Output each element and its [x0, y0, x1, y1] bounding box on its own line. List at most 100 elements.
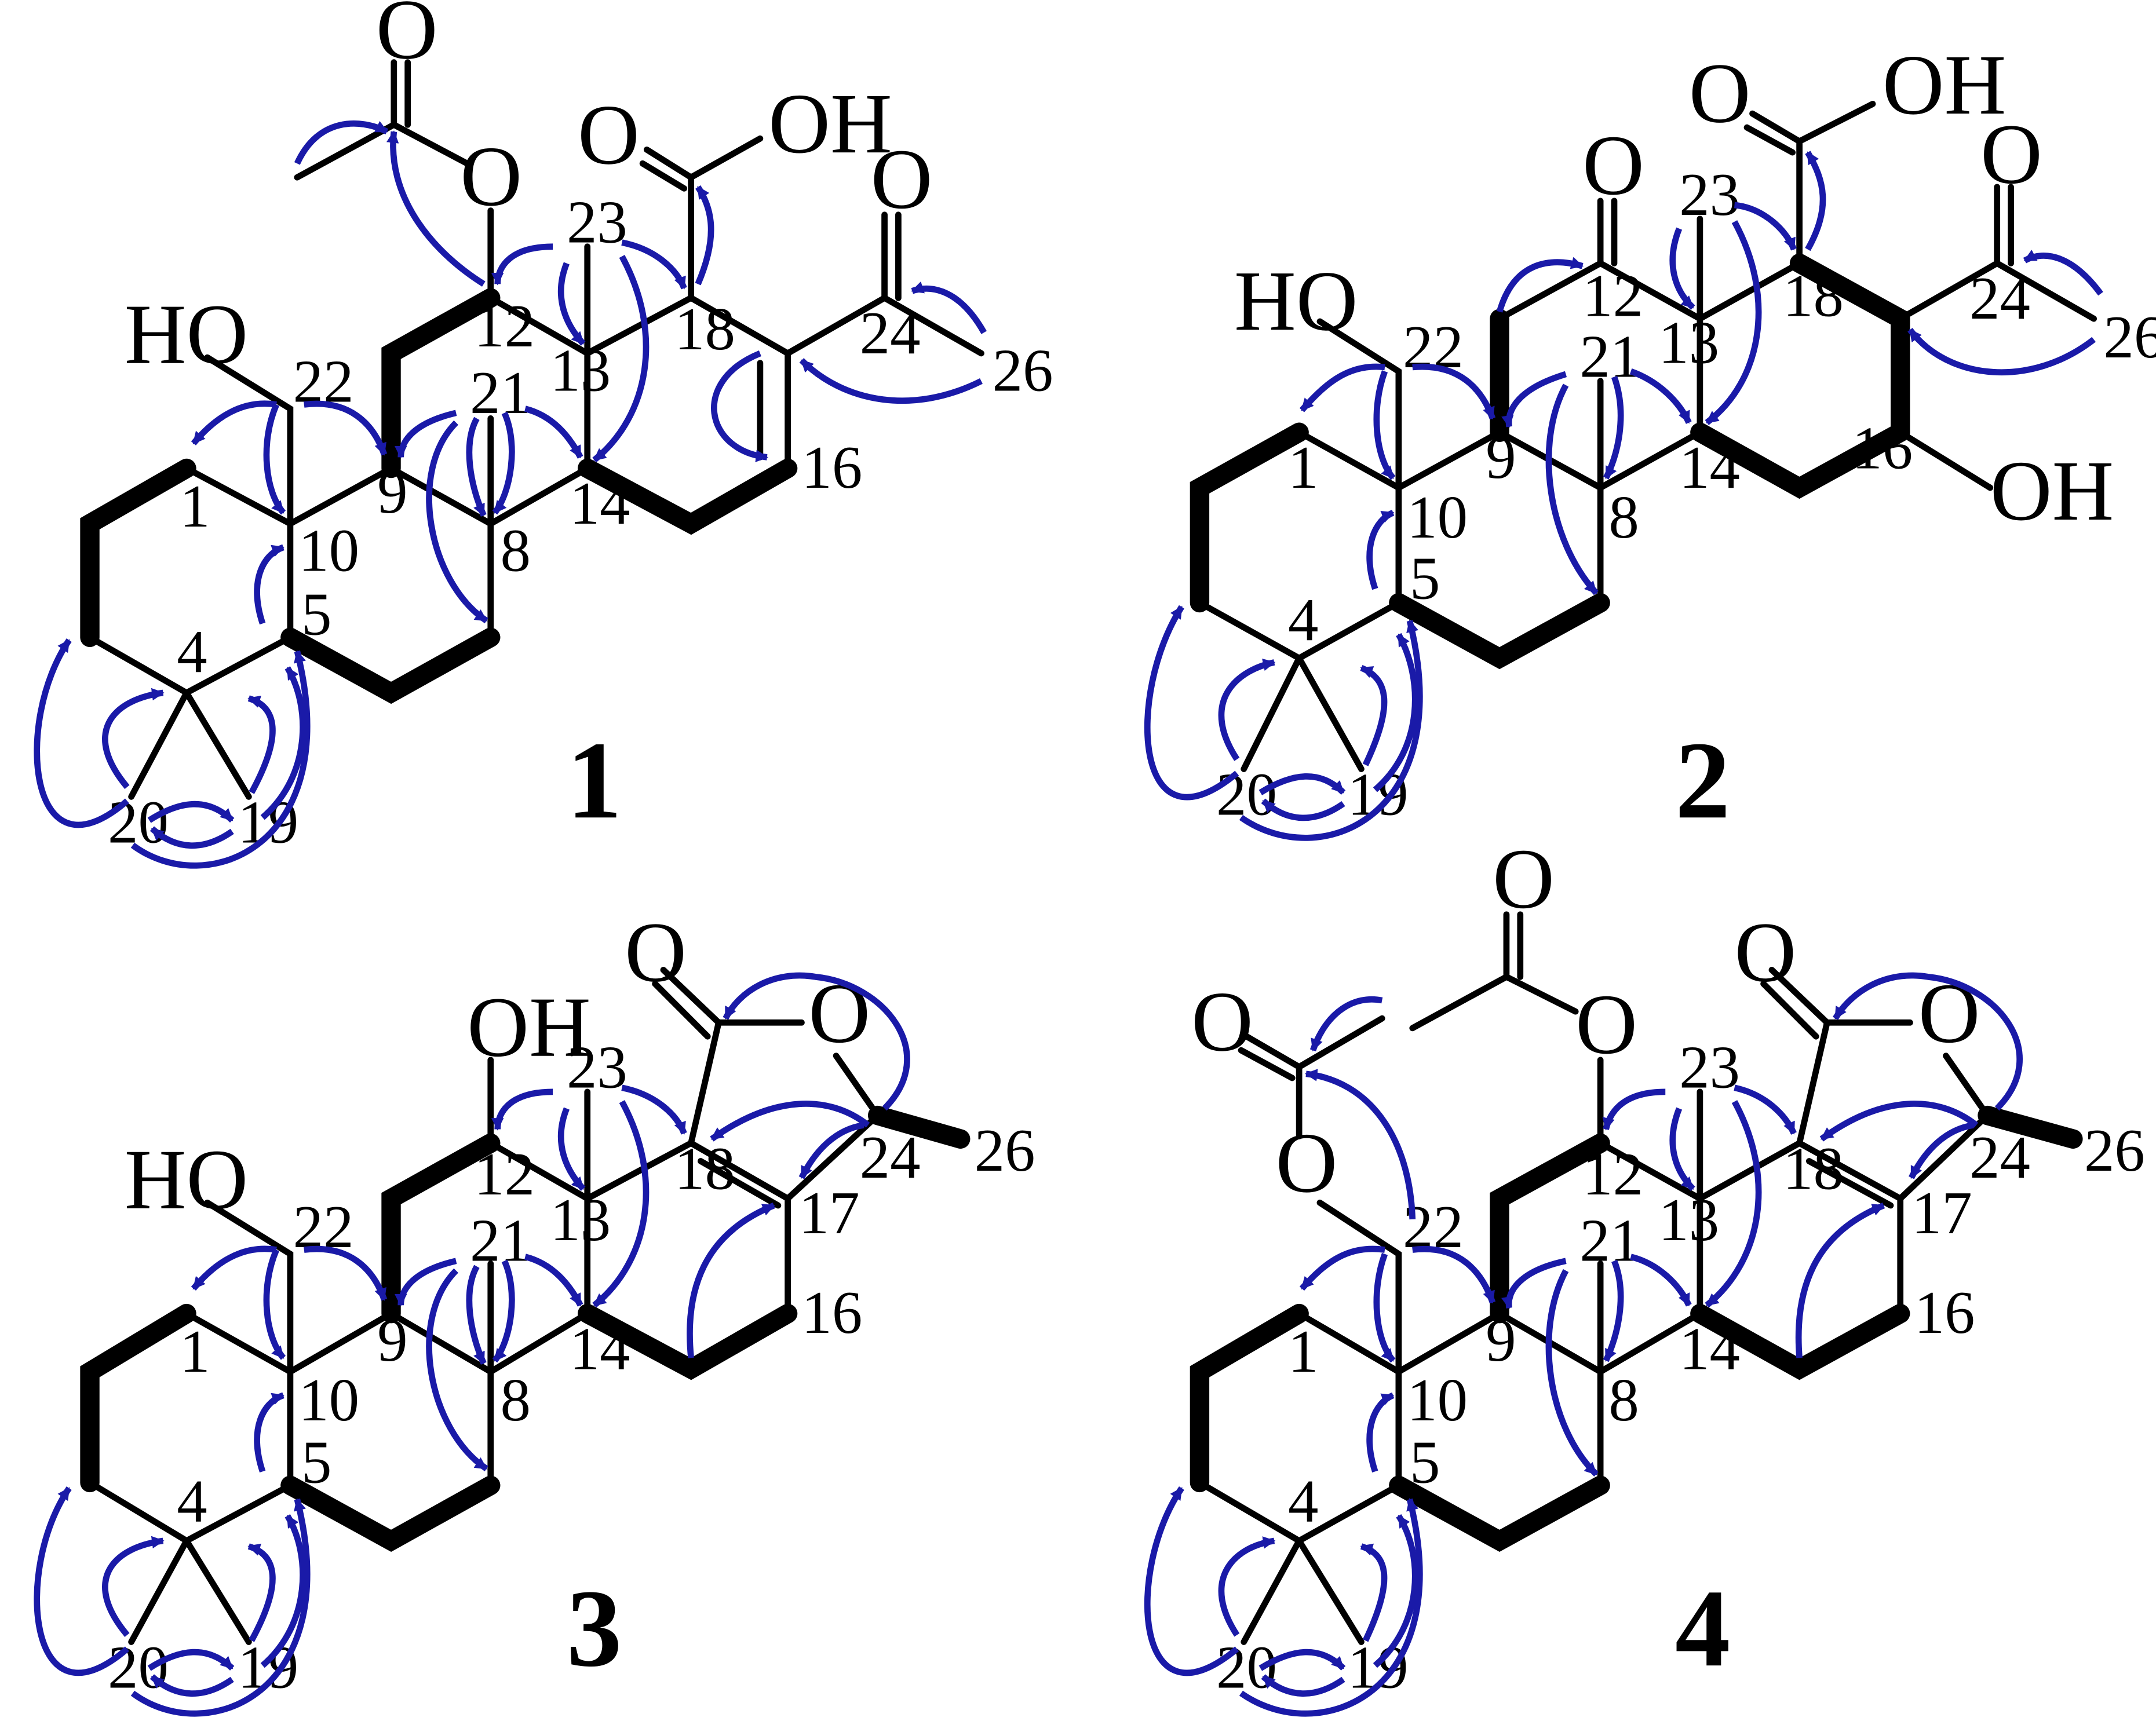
c4-c12-ester-o-label: O: [1575, 977, 1637, 1072]
c2-locant-19: 19: [1348, 760, 1409, 828]
c1-hydroxyl-label: HO: [125, 287, 249, 382]
c1-ester-o-label: O: [460, 129, 522, 224]
c1-locant-26: 26: [993, 336, 1053, 404]
c4-c22-carbonyl-o-label: O: [1191, 974, 1253, 1069]
c4-locant-9: 9: [1486, 1306, 1516, 1374]
compound-2-correlation-arrows: [1144, 151, 2103, 841]
c4-locant-10: 10: [1407, 1366, 1468, 1434]
c1-locant-9: 9: [377, 458, 407, 526]
c2-locant-18: 18: [1783, 261, 1844, 329]
c1-locant-5: 5: [301, 580, 331, 648]
c4-c12-carbonyl-o-label: O: [1493, 832, 1555, 927]
compound-1: HO O O O OH O 1 4 5 8 9 10 12 13 14 16 1…: [34, 0, 1053, 869]
c3-lactone-co-label: O: [625, 905, 687, 1000]
c4-c22-ester-o-label: O: [1276, 1116, 1338, 1211]
c1-locant-4: 4: [177, 617, 207, 685]
c1-locant-24: 24: [860, 299, 921, 367]
c4-locant-1: 1: [1288, 1317, 1318, 1385]
c4-locant-12: 12: [1582, 1140, 1643, 1208]
c1-locant-21: 21: [470, 359, 531, 426]
c3-locant-17: 17: [799, 1179, 860, 1247]
c1-locant-23: 23: [567, 188, 628, 255]
c4-locant-13: 13: [1658, 1186, 1719, 1254]
c4-compound-number: 4: [1675, 1567, 1730, 1690]
c4-locant-21: 21: [1579, 1207, 1640, 1274]
c1-locant-12: 12: [474, 292, 535, 360]
c1-locant-13: 13: [550, 336, 611, 404]
c1-ketone-o-label: O: [871, 132, 933, 227]
c3-locant-20: 20: [108, 1633, 169, 1701]
c2-locant-20: 20: [1216, 760, 1277, 828]
c3-locant-21: 21: [470, 1207, 531, 1274]
c2-locant-4: 4: [1288, 586, 1318, 653]
c1-carbonyl-o-label: O: [376, 0, 438, 78]
c1-locant-20: 20: [108, 788, 169, 856]
c2-acid-o-label: O: [1689, 46, 1751, 141]
c2-locant-12: 12: [1582, 261, 1643, 329]
c3-locant-4: 4: [177, 1467, 207, 1534]
c3-locant-1: 1: [180, 1317, 210, 1385]
c3-locant-10: 10: [298, 1366, 359, 1434]
c3-locant-19: 19: [238, 1633, 298, 1701]
c2-locant-21: 21: [1579, 322, 1640, 390]
c2-locant-10: 10: [1407, 483, 1468, 551]
compound-1-bonds: [80, 59, 984, 800]
c1-locant-14: 14: [570, 469, 630, 537]
c1-locant-16: 16: [801, 433, 862, 501]
c1-acid-o-label: O: [578, 87, 640, 182]
c1-locant-1: 1: [180, 472, 210, 540]
compound-3-correlation-arrows: [34, 972, 910, 1717]
c2-c16-oh-label: OH: [1990, 444, 2114, 539]
c3-compound-number: 3: [567, 1567, 622, 1690]
c4-locant-8: 8: [1608, 1366, 1639, 1434]
c1-acid-oh-label: OH: [768, 76, 892, 171]
c3-locant-26: 26: [975, 1116, 1035, 1184]
c4-locant-4: 4: [1288, 1467, 1318, 1534]
c3-hydroxyl-label: HO: [125, 1132, 249, 1227]
c2-hydroxyl-label: HO: [1234, 254, 1358, 349]
c2-locant-26: 26: [2103, 303, 2156, 371]
c2-locant-23: 23: [1679, 160, 1740, 228]
c4-locant-18: 18: [1783, 1134, 1844, 1202]
c2-ketone-o-label: O: [1980, 107, 2042, 202]
compound-3-labels: HO OH O O 1 4 5 8 9 10 12 13 14 16 17 18…: [108, 905, 1035, 1701]
c2-locant-14: 14: [1679, 433, 1740, 501]
c1-locant-19: 19: [238, 788, 298, 856]
c3-locant-8: 8: [500, 1366, 530, 1434]
compound-3-bonds: [80, 967, 971, 1645]
c3-locant-18: 18: [674, 1134, 735, 1202]
c2-acid-oh-label: OH: [1883, 38, 2007, 133]
c3-locant-13: 13: [550, 1186, 611, 1254]
c3-locant-12: 12: [474, 1140, 535, 1208]
c4-locant-5: 5: [1410, 1428, 1440, 1496]
c4-locant-14: 14: [1679, 1314, 1740, 1382]
c4-locant-23: 23: [1679, 1033, 1740, 1101]
c2-locant-13: 13: [1658, 309, 1719, 377]
c2-locant-9: 9: [1486, 423, 1516, 491]
c2-locant-5: 5: [1410, 544, 1440, 612]
c1-locant-8: 8: [500, 516, 530, 584]
c3-locant-16: 16: [801, 1278, 862, 1346]
c1-compound-number: 1: [567, 719, 622, 842]
compound-4-bonds: [1190, 911, 2083, 1645]
c3-locant-9: 9: [377, 1306, 407, 1374]
compound-4-labels: O O O O O O 1 4 5 8 9 10 12 13 14 16 17 …: [1191, 832, 2145, 1701]
c4-lactone-co-label: O: [1734, 905, 1796, 1000]
compound-2-labels: HO O O OH O OH 1 4 5 8 9 10 12 13 14 16 …: [1216, 38, 2156, 842]
compound-3: HO OH O O 1 4 5 8 9 10 12 13 14 16 17 18…: [34, 905, 1035, 1717]
c4-locant-16: 16: [1914, 1278, 1975, 1346]
compound-1-correlation-arrows: [34, 120, 987, 869]
compound-1-labels: HO O O O OH O 1 4 5 8 9 10 12 13 14 16 1…: [108, 0, 1053, 856]
c2-locant-16: 16: [1852, 414, 1913, 481]
c2-compound-number: 2: [1675, 719, 1730, 842]
compound-2: HO O O OH O OH 1 4 5 8 9 10 12 13 14 16 …: [1144, 38, 2156, 842]
compound-2-bonds: [1190, 101, 2097, 772]
c3-locant-24: 24: [860, 1123, 921, 1191]
c1-locant-18: 18: [674, 295, 735, 363]
c4-locant-24: 24: [1969, 1123, 2030, 1191]
c3-locant-14: 14: [570, 1314, 630, 1382]
c4-locant-17: 17: [1911, 1179, 1972, 1247]
c2-locant-24: 24: [1969, 264, 2030, 332]
c2-locant-1: 1: [1288, 433, 1318, 501]
